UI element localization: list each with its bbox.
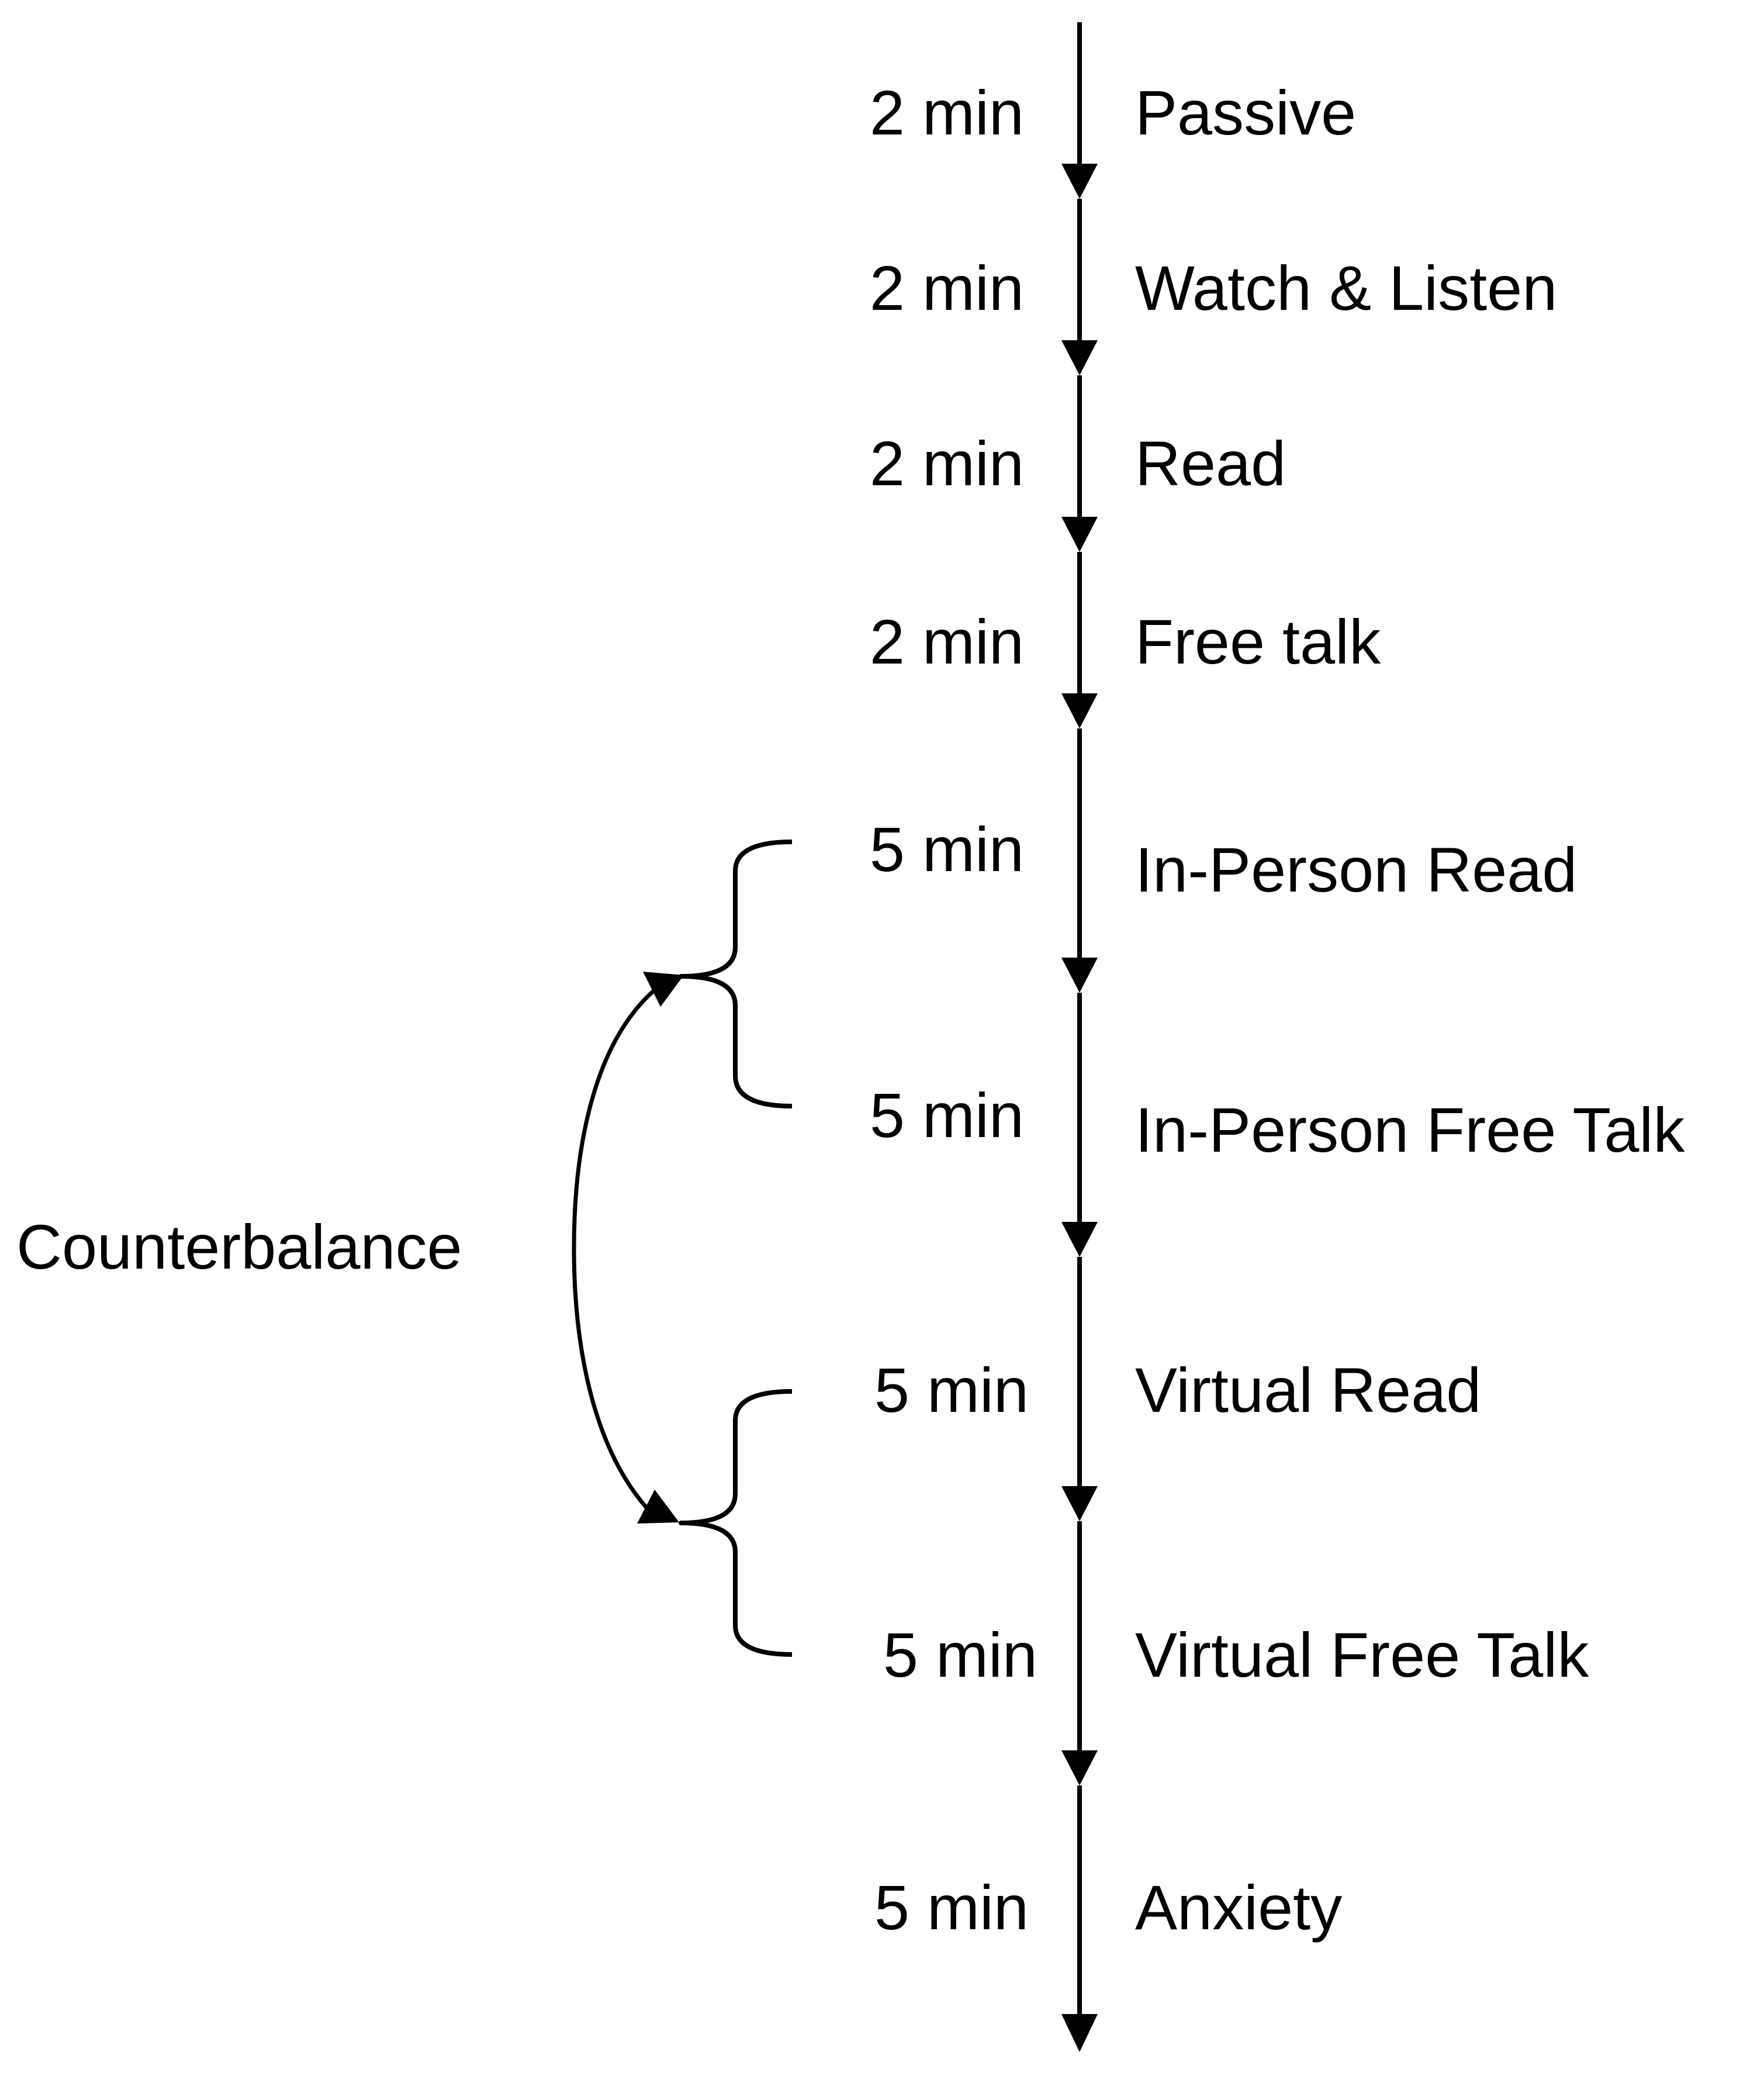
duration-labels: 2 min 2 min 2 min 2 min 5 min 5 min 5 mi…	[870, 77, 1037, 1943]
step-label-in-person-read: In-Person Read	[1135, 834, 1577, 905]
arrow-head-3	[1061, 517, 1098, 552]
arrow-head-5	[1061, 958, 1098, 993]
timeline	[1061, 22, 1098, 2052]
in-person-bracket	[679, 840, 793, 1108]
duration-label: 2 min	[870, 606, 1024, 677]
counterbalance-arrow	[572, 983, 662, 1517]
step-label-in-person-free-talk: In-Person Free Talk	[1135, 1094, 1685, 1165]
step-label-watch-listen: Watch & Listen	[1135, 253, 1557, 323]
counterbalance-arrowhead-top	[643, 972, 684, 1007]
arrow-head-6	[1061, 1222, 1098, 1257]
arrow-head-8	[1061, 1750, 1098, 1785]
duration-label: 2 min	[870, 77, 1024, 148]
arrow-head-7	[1061, 1486, 1098, 1521]
counterbalance-label: Counterbalance	[16, 1211, 462, 1282]
duration-label: 5 min	[874, 1355, 1029, 1425]
step-label-virtual-read: Virtual Read	[1135, 1355, 1481, 1425]
arrow-head-4	[1061, 693, 1098, 728]
step-label-virtual-free-talk: Virtual Free Talk	[1135, 1619, 1589, 1690]
step-labels: Passive Watch & Listen Read Free talk In…	[1135, 77, 1685, 1943]
duration-label: 5 min	[870, 1080, 1024, 1151]
duration-label: 5 min	[870, 814, 1024, 885]
arrow-head-9	[1061, 2014, 1098, 2052]
duration-label: 5 min	[883, 1619, 1037, 1690]
step-label-passive: Passive	[1135, 77, 1356, 148]
step-label-read: Read	[1135, 428, 1286, 499]
step-label-free-talk: Free talk	[1135, 606, 1381, 677]
duration-label: 5 min	[874, 1872, 1029, 1943]
duration-label: 2 min	[870, 428, 1024, 499]
virtual-bracket	[679, 1389, 793, 1657]
arrow-head-2	[1061, 340, 1098, 375]
counterbalance-arrowhead-bottom	[637, 1490, 679, 1524]
duration-label: 2 min	[870, 253, 1024, 323]
step-label-anxiety: Anxiety	[1135, 1872, 1342, 1943]
arrow-head-1	[1061, 164, 1098, 199]
